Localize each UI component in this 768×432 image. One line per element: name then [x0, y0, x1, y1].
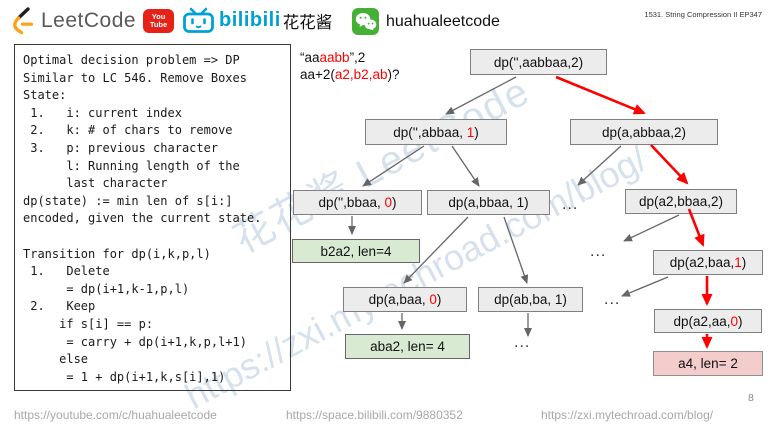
tree-ellipsis-2: ...: [590, 243, 607, 260]
youtube-word-you: You: [151, 11, 166, 21]
tree-ellipsis-1: ...: [562, 196, 579, 213]
bilibili-cn-label: 花花酱: [282, 13, 333, 32]
arrow-a-bbaa1-to-ab-ba1: [503, 216, 529, 284]
example-input: “aaaabb”,2: [300, 50, 366, 65]
bilibili-logo: bilibili 花花酱: [182, 7, 332, 34]
notes-text: Optimal decision problem => DP Similar t…: [23, 53, 262, 384]
tree-node-abbaa-1: dp('',abbaa, 1): [365, 119, 507, 145]
tree-node-a2-bbaa-2: dp(a2,bbaa,2): [625, 189, 737, 214]
notes-panel: Optimal decision problem => DP Similar t…: [14, 44, 291, 391]
channel-name: huahualeetcode: [386, 12, 500, 30]
arrow-a2-baa1-to-ellipsis: [621, 276, 669, 297]
tree-leaf-a4: a4, len= 2: [653, 351, 763, 376]
tree-leaf-b2a2: b2a2, len=4: [292, 239, 420, 263]
footer-bilibili-url: https://space.bilibili.com/9880352: [286, 408, 463, 422]
tree-node-root: dp('',aabbaa,2): [470, 49, 607, 75]
leetcode-logo: LeetCode: [10, 6, 136, 35]
episode-title: 1531. String Compression II EP347: [644, 10, 762, 19]
youtube-word-tube: Tube: [149, 20, 168, 29]
example-caption: “aaaabb”,2 aa+2(a2,b2,ab)?: [300, 49, 399, 83]
red-arrow-a2-bbaa2-to-a2-baa1: [687, 208, 705, 247]
arrow-root-to-abbaa1: [445, 76, 517, 115]
red-arrow-root-to-a-abbaa2: [555, 75, 646, 115]
leetcode-label: LeetCode: [41, 8, 137, 32]
wechat-channel: huahualeetcode: [352, 8, 500, 35]
tree-ellipsis-4: ...: [514, 334, 531, 351]
footer-blog-url: https://zxi.mytechroad.com/blog/: [541, 408, 714, 422]
tree-node-bbaa-0: dp('',bbaa, 0): [293, 190, 422, 215]
tree-node-a2-aa-0: dp(a2,aa,0): [654, 309, 762, 333]
tree-node-a-baa-0: dp(a,baa, 0): [343, 287, 467, 312]
leetcode-icon: [13, 7, 34, 35]
page-number: 8: [748, 392, 754, 404]
arrow-abbaa1-to-a-bbaa1: [451, 145, 480, 187]
red-arrow-a-abbaa2-to-a2-bbaa2: [650, 144, 689, 185]
arrow-a-abbaa2-to-ellipsis: [577, 145, 622, 186]
example-question: aa+2(a2,b2,ab)?: [300, 67, 400, 82]
tree-node-a-bbaa-1: dp(a,bbaa, 1): [427, 190, 550, 215]
tree-node-a-abbaa-2: dp(a,abbaa,2): [570, 119, 718, 145]
youtube-icon: You Tube: [143, 9, 174, 33]
bilibili-label: bilibili: [219, 9, 281, 31]
tree-ellipsis-3: ...: [604, 291, 621, 308]
arrow-abbaa1-to-bbaa0: [362, 145, 425, 187]
footer-youtube-url: https://youtube.com/c/huahualeetcode: [14, 408, 217, 422]
header: LeetCode You Tube bilibili 花花酱: [0, 0, 768, 40]
arrow-a2-bbaa2-to-ellipsis: [623, 214, 680, 242]
bilibili-tv-icon: [183, 7, 214, 33]
tree-node-a2-baa-1: dp(a2,baa,1): [653, 250, 763, 275]
tree-node-ab-ba-1: dp(ab,ba, 1): [478, 287, 583, 312]
tree-leaf-aba2: aba2, len= 4: [345, 334, 470, 359]
wechat-icon: [352, 8, 379, 35]
